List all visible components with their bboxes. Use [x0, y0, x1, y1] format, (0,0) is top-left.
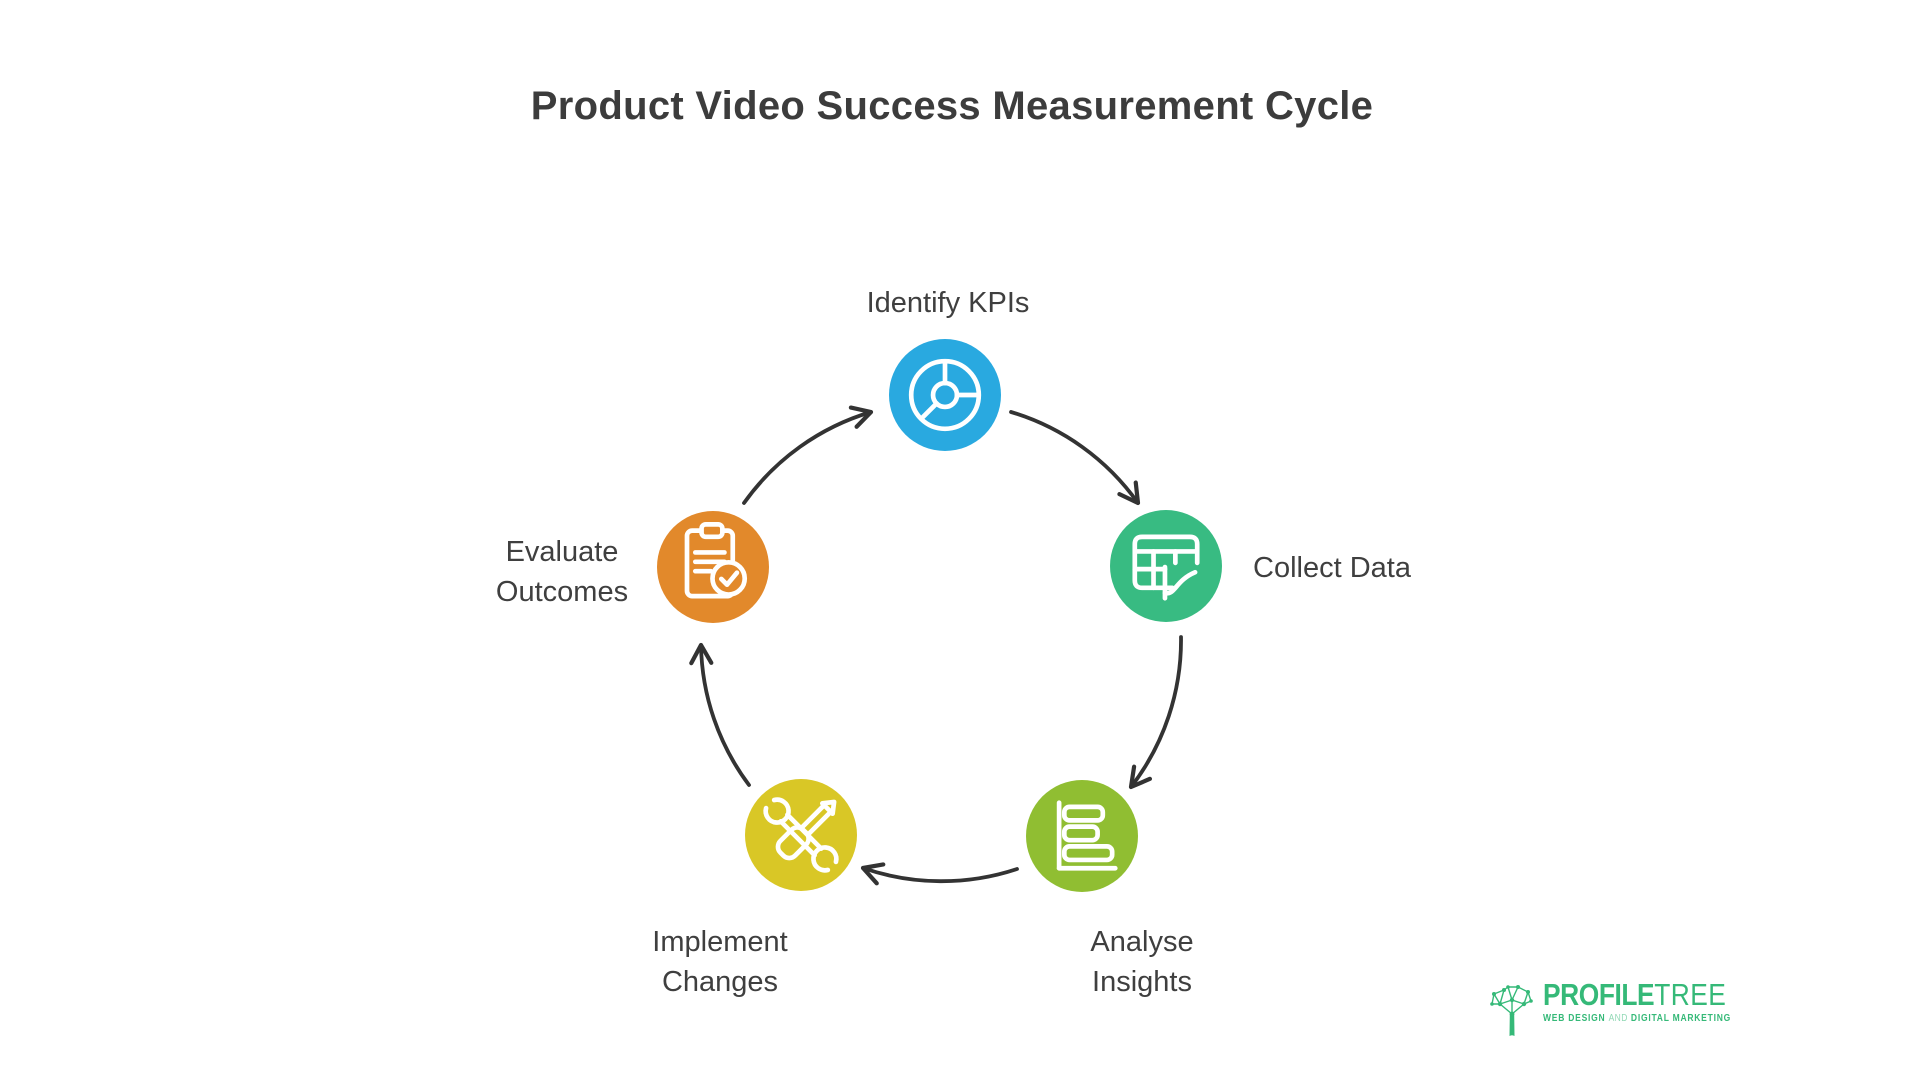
brand-light: TREE: [1654, 977, 1727, 1012]
node-label-implement-changes: Implement Changes: [652, 926, 788, 998]
arrow-implement-to-evaluate: [689, 642, 751, 787]
node-label-collect-data: Collect Data: [1253, 552, 1411, 584]
arrow-collect-to-analyse: [1128, 635, 1183, 790]
node-identify-kpis: [889, 339, 1001, 451]
arrow-identify-to-collect: [1009, 410, 1141, 506]
logo-text: PROFILETREE WEB DESIGN AND DIGITAL MARKE…: [1543, 977, 1731, 1024]
brand-tagline: WEB DESIGN AND DIGITAL MARKETING: [1543, 1013, 1731, 1024]
brand-name: PROFILETREE: [1543, 977, 1731, 1012]
arrow-analyse-to-implement: [860, 862, 1019, 886]
bar-chart-icon: [1056, 800, 1118, 871]
brand-bold: PROFILE: [1543, 977, 1655, 1012]
page-title: Product Video Success Measurement Cycle: [530, 84, 1374, 128]
arrow-evaluate-to-identify: [742, 405, 874, 505]
gauge-wheel-icon: [908, 358, 982, 432]
data-table-icon: [1132, 534, 1200, 601]
node-evaluate-outcomes: [657, 511, 769, 623]
node-implement-changes: [745, 779, 857, 891]
node-label-analyse-insights: Analyse Insights: [1090, 926, 1194, 998]
node-collect-data: [1110, 510, 1222, 622]
node-analyse-insights: [1026, 780, 1138, 892]
node-label-identify-kpis: Identify KPIs: [866, 287, 1030, 319]
node-label-evaluate-outcomes: Evaluate Outcomes: [495, 536, 629, 608]
tree-network-icon: [1490, 985, 1533, 1036]
wrench-icon: [763, 797, 839, 873]
clipboard-check-icon: [684, 522, 748, 599]
profiletree-logo: PROFILETREE WEB DESIGN AND DIGITAL MARKE…: [1488, 977, 1764, 1038]
tools-icon: [763, 797, 839, 873]
screwdriver-icon: [775, 799, 837, 861]
